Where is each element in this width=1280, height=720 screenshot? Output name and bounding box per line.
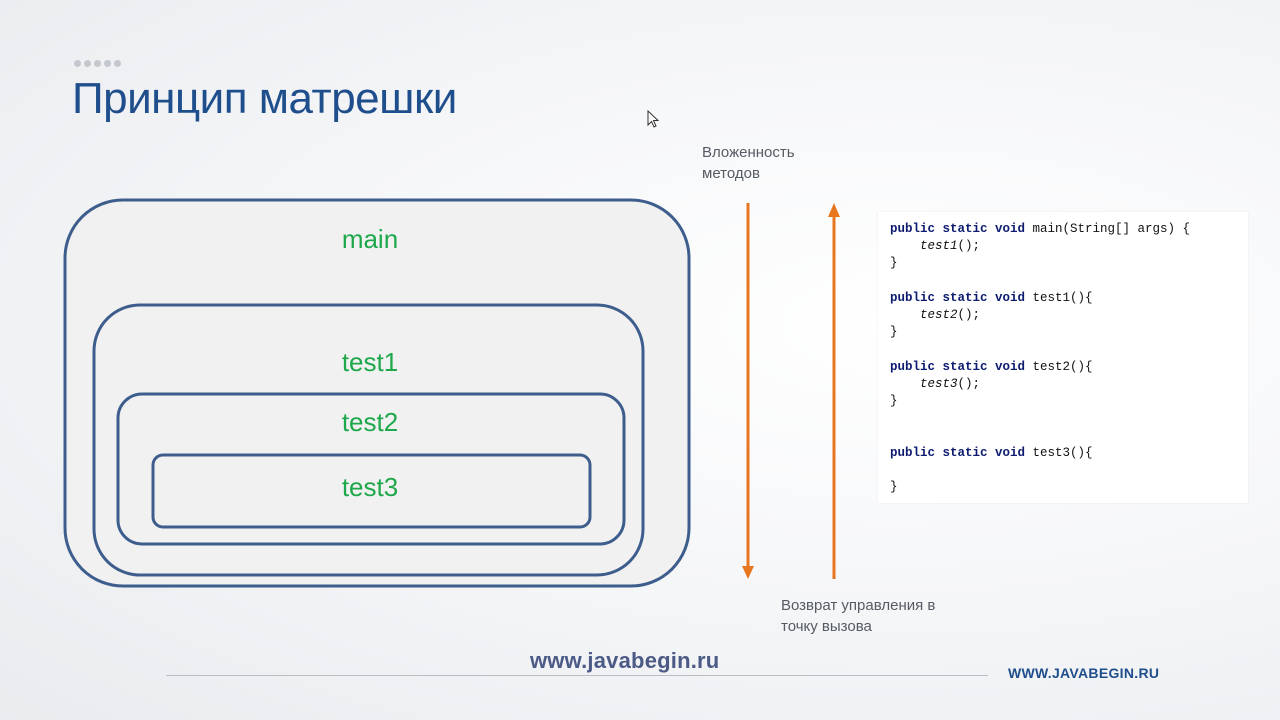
box-label-test1: test1	[341, 347, 399, 377]
code-line-call-test2: test2();	[890, 308, 980, 322]
up-arrow-icon	[828, 203, 840, 579]
code-call-suffix: ();	[957, 308, 981, 322]
nesting-caption: Вложенность методов	[702, 142, 795, 184]
code-line-close: }	[890, 256, 898, 270]
code-call: test1	[920, 239, 958, 253]
code-keyword: public static void	[890, 446, 1026, 460]
site-watermark: www.javabegin.ru	[530, 648, 720, 673]
code-call: test3	[920, 377, 958, 391]
box-test3	[151, 453, 592, 529]
code-line-call-test1: test1();	[890, 239, 980, 253]
code-line-call-test3: test3();	[890, 377, 980, 391]
nesting-diagram	[63, 198, 691, 588]
code-call-suffix: ();	[957, 377, 981, 391]
code-keyword: public static void	[890, 222, 1026, 236]
return-caption-line1: Возврат управления в	[781, 597, 936, 614]
footer-divider	[166, 675, 988, 676]
nesting-caption-line1: Вложенность	[702, 144, 795, 161]
box-label-main: main	[341, 224, 399, 254]
slide-title: Принцип матрешки	[72, 74, 457, 123]
code-signature: main(String[] args) {	[1025, 222, 1191, 236]
flow-arrows	[742, 203, 840, 579]
code-keyword: public static void	[890, 291, 1026, 305]
code-signature: test1(){	[1025, 291, 1093, 305]
code-snippet: public static void main(String[] args) {…	[878, 212, 1248, 503]
code-line-close: }	[890, 394, 898, 408]
code-line-main-signature: public static void main(String[] args) {	[890, 222, 1190, 236]
code-line-test1-signature: public static void test1(){	[890, 291, 1093, 305]
code-signature: test3(){	[1025, 446, 1093, 460]
code-line-close: }	[890, 480, 898, 494]
code-signature: test2(){	[1025, 360, 1093, 374]
code-keyword: public static void	[890, 360, 1026, 374]
nesting-caption-line2: методов	[702, 165, 760, 182]
return-caption-line2: точку вызова	[781, 618, 872, 635]
return-caption: Возврат управления в точку вызова	[781, 595, 935, 637]
code-call-suffix: ();	[957, 239, 981, 253]
box-label-test2: test2	[341, 407, 399, 437]
mouse-cursor-icon	[647, 110, 659, 128]
code-line-close: }	[890, 325, 898, 339]
box-label-test3: test3	[341, 472, 399, 502]
footer-brand: WWW.JAVABEGIN.RU	[1008, 665, 1160, 681]
code-call: test2	[920, 308, 958, 322]
down-arrow-icon	[742, 203, 754, 579]
code-line-test2-signature: public static void test2(){	[890, 360, 1093, 374]
title-decoration-dots	[74, 60, 121, 67]
code-line-test3-signature: public static void test3(){	[890, 446, 1093, 460]
